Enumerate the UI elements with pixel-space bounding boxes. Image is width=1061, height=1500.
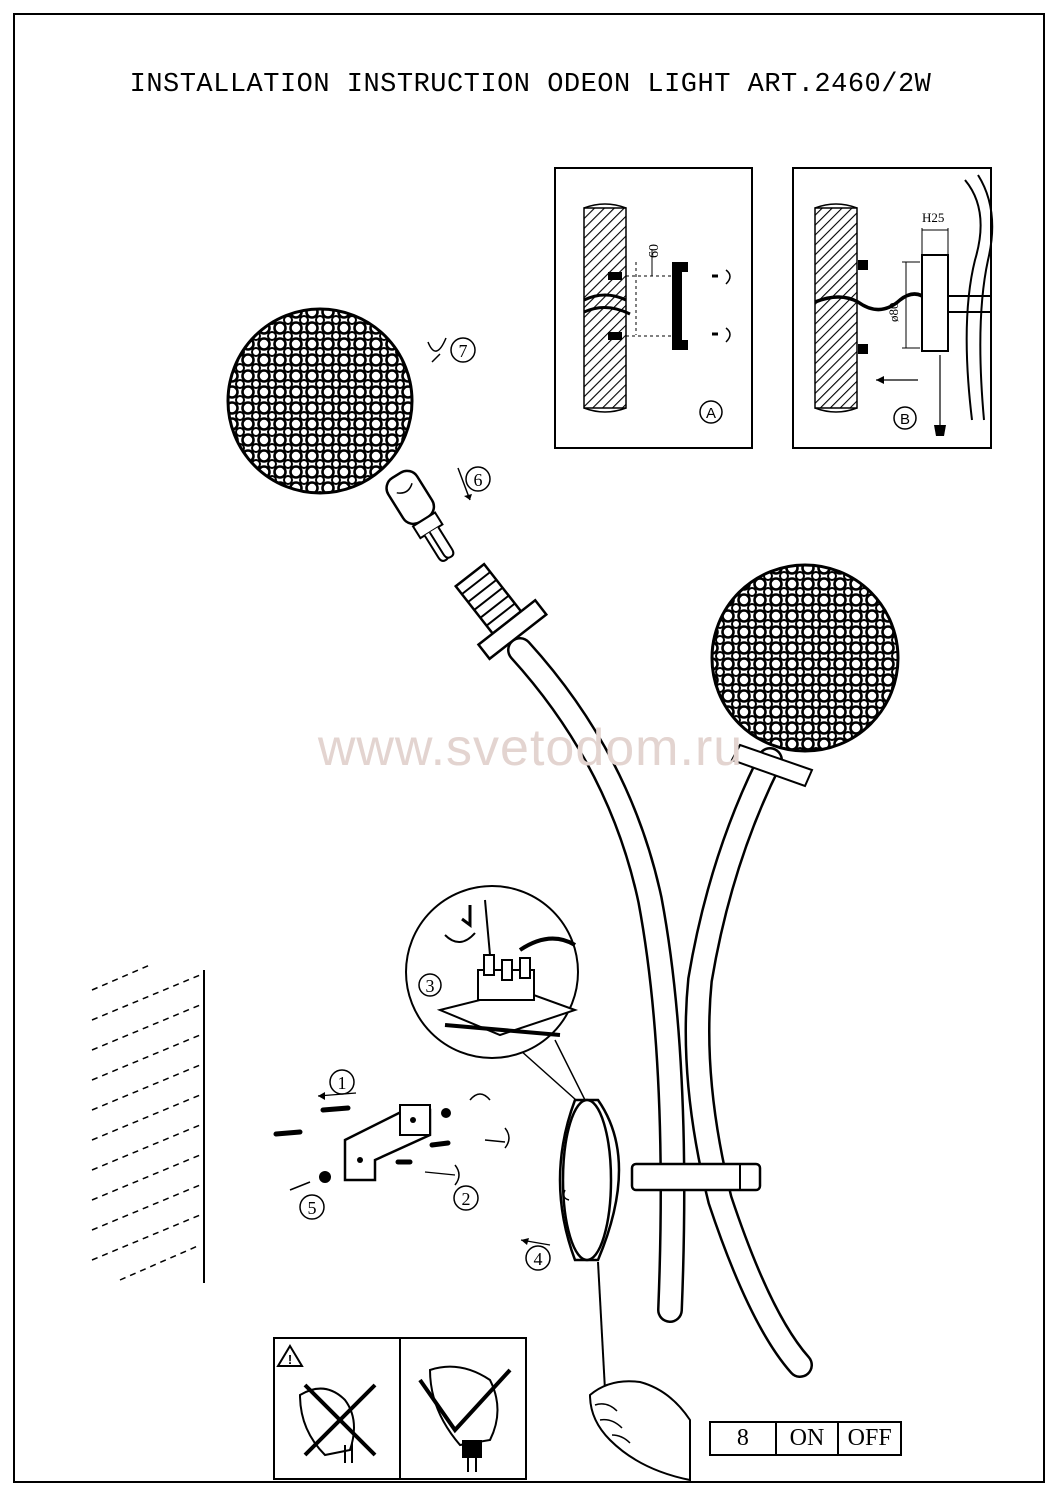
- warning-symbol: !: [288, 1352, 292, 1367]
- detached-shade: [226, 307, 414, 495]
- lamp-socket: [453, 562, 549, 661]
- watermark: www.svetodom.ru: [317, 719, 744, 777]
- step-7-marker: 7: [427, 337, 476, 363]
- step-3-label: 3: [426, 976, 435, 996]
- mounting-hardware: 1 2 5: [273, 1069, 510, 1220]
- height-label: H25: [922, 210, 944, 225]
- panel-a-label: A: [706, 405, 716, 422]
- svg-text:7: 7: [459, 341, 468, 361]
- wall-section: [814, 207, 858, 409]
- wall-hatching: [91, 964, 205, 1283]
- switch-table-off: OFF: [847, 1425, 892, 1451]
- page-frame: [13, 13, 1045, 1483]
- warning-triangle-icon: [276, 1344, 304, 1367]
- panel-a: 60 A: [554, 167, 753, 449]
- wall-plate: [921, 254, 949, 352]
- step-4-label: 4: [534, 1249, 543, 1269]
- wire-mesh-globe-icon: [226, 307, 414, 495]
- warning-panel: !: [273, 1337, 527, 1480]
- page-title: INSTALLATION INSTRUCTION ODEON LIGHT ART…: [129, 70, 932, 100]
- mounted-shade: [710, 563, 900, 788]
- panel-b-label: B: [900, 411, 910, 428]
- wire: [583, 293, 631, 316]
- switch-table-on: ON: [777, 1423, 840, 1454]
- diameter-label: ø80: [886, 303, 901, 323]
- step-2-label: 2: [462, 1189, 471, 1209]
- wire: [814, 292, 930, 312]
- switch-table: 8 ON OFF: [709, 1421, 902, 1456]
- hand-icon: [588, 1380, 691, 1482]
- wire-mesh-globe-icon: [710, 563, 900, 753]
- mounting-bracket: [672, 262, 688, 350]
- dimension-60: 60: [647, 244, 662, 258]
- panel-b: H25 ø80 B: [792, 167, 994, 449]
- step-1-label: 1: [338, 1073, 347, 1093]
- hand-icon: [298, 1387, 355, 1457]
- svg-text:6: 6: [474, 470, 483, 490]
- halogen-bulb-icon: [385, 469, 455, 562]
- switch-table-step: 8: [711, 1423, 777, 1454]
- terminal-block-detail: 3: [405, 885, 586, 1101]
- step-5-label: 5: [308, 1198, 317, 1218]
- lamp-wall-plate: 4: [520, 1098, 762, 1391]
- step-6-marker: 6: [457, 466, 491, 501]
